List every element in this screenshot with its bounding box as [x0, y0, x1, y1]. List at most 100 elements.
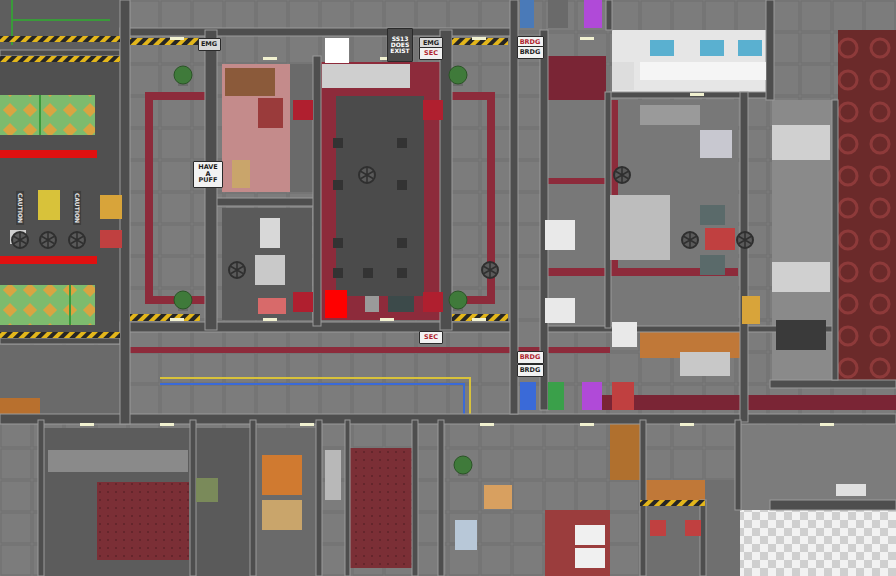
floor: [255, 255, 285, 285]
hazard-stripe: [640, 500, 705, 506]
wall: [412, 420, 418, 576]
chair: [363, 268, 373, 278]
sign-text: BRDG: [520, 354, 541, 361]
vent-fan: [40, 232, 56, 248]
light-fixture: [480, 423, 494, 426]
floor: [740, 425, 896, 510]
wall: [735, 420, 741, 510]
furniture: [700, 205, 725, 225]
wire: [12, 19, 110, 21]
vent-ring: [614, 167, 630, 183]
vent-ring: [482, 262, 498, 278]
furniture: [423, 292, 443, 312]
vent-group: [12, 167, 753, 278]
floor: [0, 256, 97, 264]
furniture: [582, 382, 602, 410]
furniture: [836, 484, 866, 496]
sign-plate: EMG: [198, 38, 221, 51]
vent-spokes: [71, 233, 83, 247]
furniture: [484, 485, 512, 509]
hazard-stripe: [130, 38, 200, 45]
wall: [770, 500, 896, 510]
furniture: [545, 220, 575, 250]
hazard-stripe: [0, 56, 120, 62]
light-fixture: [472, 37, 486, 40]
hazard-stripe: [452, 314, 508, 321]
furniture: [258, 298, 286, 314]
vent-ring: [737, 232, 753, 248]
light-fixture: [80, 423, 94, 426]
chair-group: [333, 138, 407, 312]
light-fixture-group: [80, 37, 834, 426]
furniture: [640, 62, 766, 80]
vent-spokes: [739, 233, 751, 247]
floor: [97, 482, 189, 560]
wall: [120, 28, 516, 36]
furniture: [612, 382, 634, 410]
chair: [333, 138, 343, 148]
furniture: [612, 62, 634, 90]
wall: [438, 420, 444, 576]
furniture-group: [10, 0, 866, 568]
vent-fan: [229, 262, 245, 278]
chair: [397, 268, 407, 278]
potted-plant: [454, 456, 472, 476]
furniture: [225, 68, 275, 96]
light-fixture: [263, 318, 277, 321]
light-fixture: [300, 423, 314, 426]
floor: [0, 345, 120, 415]
floor: [772, 262, 830, 292]
floor: [450, 92, 495, 100]
chair: [333, 238, 343, 248]
floor-marking: CAUTION: [16, 191, 24, 225]
hazard-stripe: [452, 38, 508, 45]
wall: [0, 414, 896, 424]
furniture: [325, 38, 349, 63]
light-fixture: [380, 318, 394, 321]
wall: [740, 92, 748, 422]
furniture: [232, 160, 250, 188]
floor: [0, 95, 95, 135]
furniture: [293, 100, 313, 120]
furniture: [650, 520, 666, 536]
light-fixture: [580, 423, 594, 426]
furniture: [293, 292, 313, 312]
floor: [145, 92, 153, 302]
wall: [38, 420, 44, 576]
sign-text: SS13 DOES EXIST: [389, 36, 411, 55]
wall: [0, 50, 120, 56]
floor: [545, 510, 610, 576]
hazard-stripe: [0, 36, 120, 42]
light-fixture: [170, 37, 184, 40]
potted-plant: [174, 291, 192, 311]
floor: [195, 428, 250, 576]
furniture: [700, 130, 732, 158]
wire: [39, 95, 41, 135]
vent-ring: [69, 232, 85, 248]
furniture: [262, 500, 302, 530]
floor: [610, 415, 640, 480]
wall: [316, 420, 322, 576]
wall: [250, 420, 256, 576]
floor: [612, 30, 768, 92]
furniture: [325, 450, 341, 500]
light-fixture: [263, 57, 277, 60]
chair: [333, 268, 343, 278]
floor: [548, 178, 608, 184]
light-fixture: [690, 93, 704, 96]
floor: [222, 208, 312, 320]
furniture: [612, 322, 637, 347]
vent-spokes: [361, 168, 373, 182]
vent-ring: [682, 232, 698, 248]
floor: [222, 64, 290, 192]
furniture: [700, 255, 725, 275]
furniture: [455, 520, 477, 550]
wall: [832, 100, 838, 380]
vent-ring: [40, 232, 56, 248]
furniture: [742, 296, 760, 324]
vent-fan: [12, 232, 28, 248]
